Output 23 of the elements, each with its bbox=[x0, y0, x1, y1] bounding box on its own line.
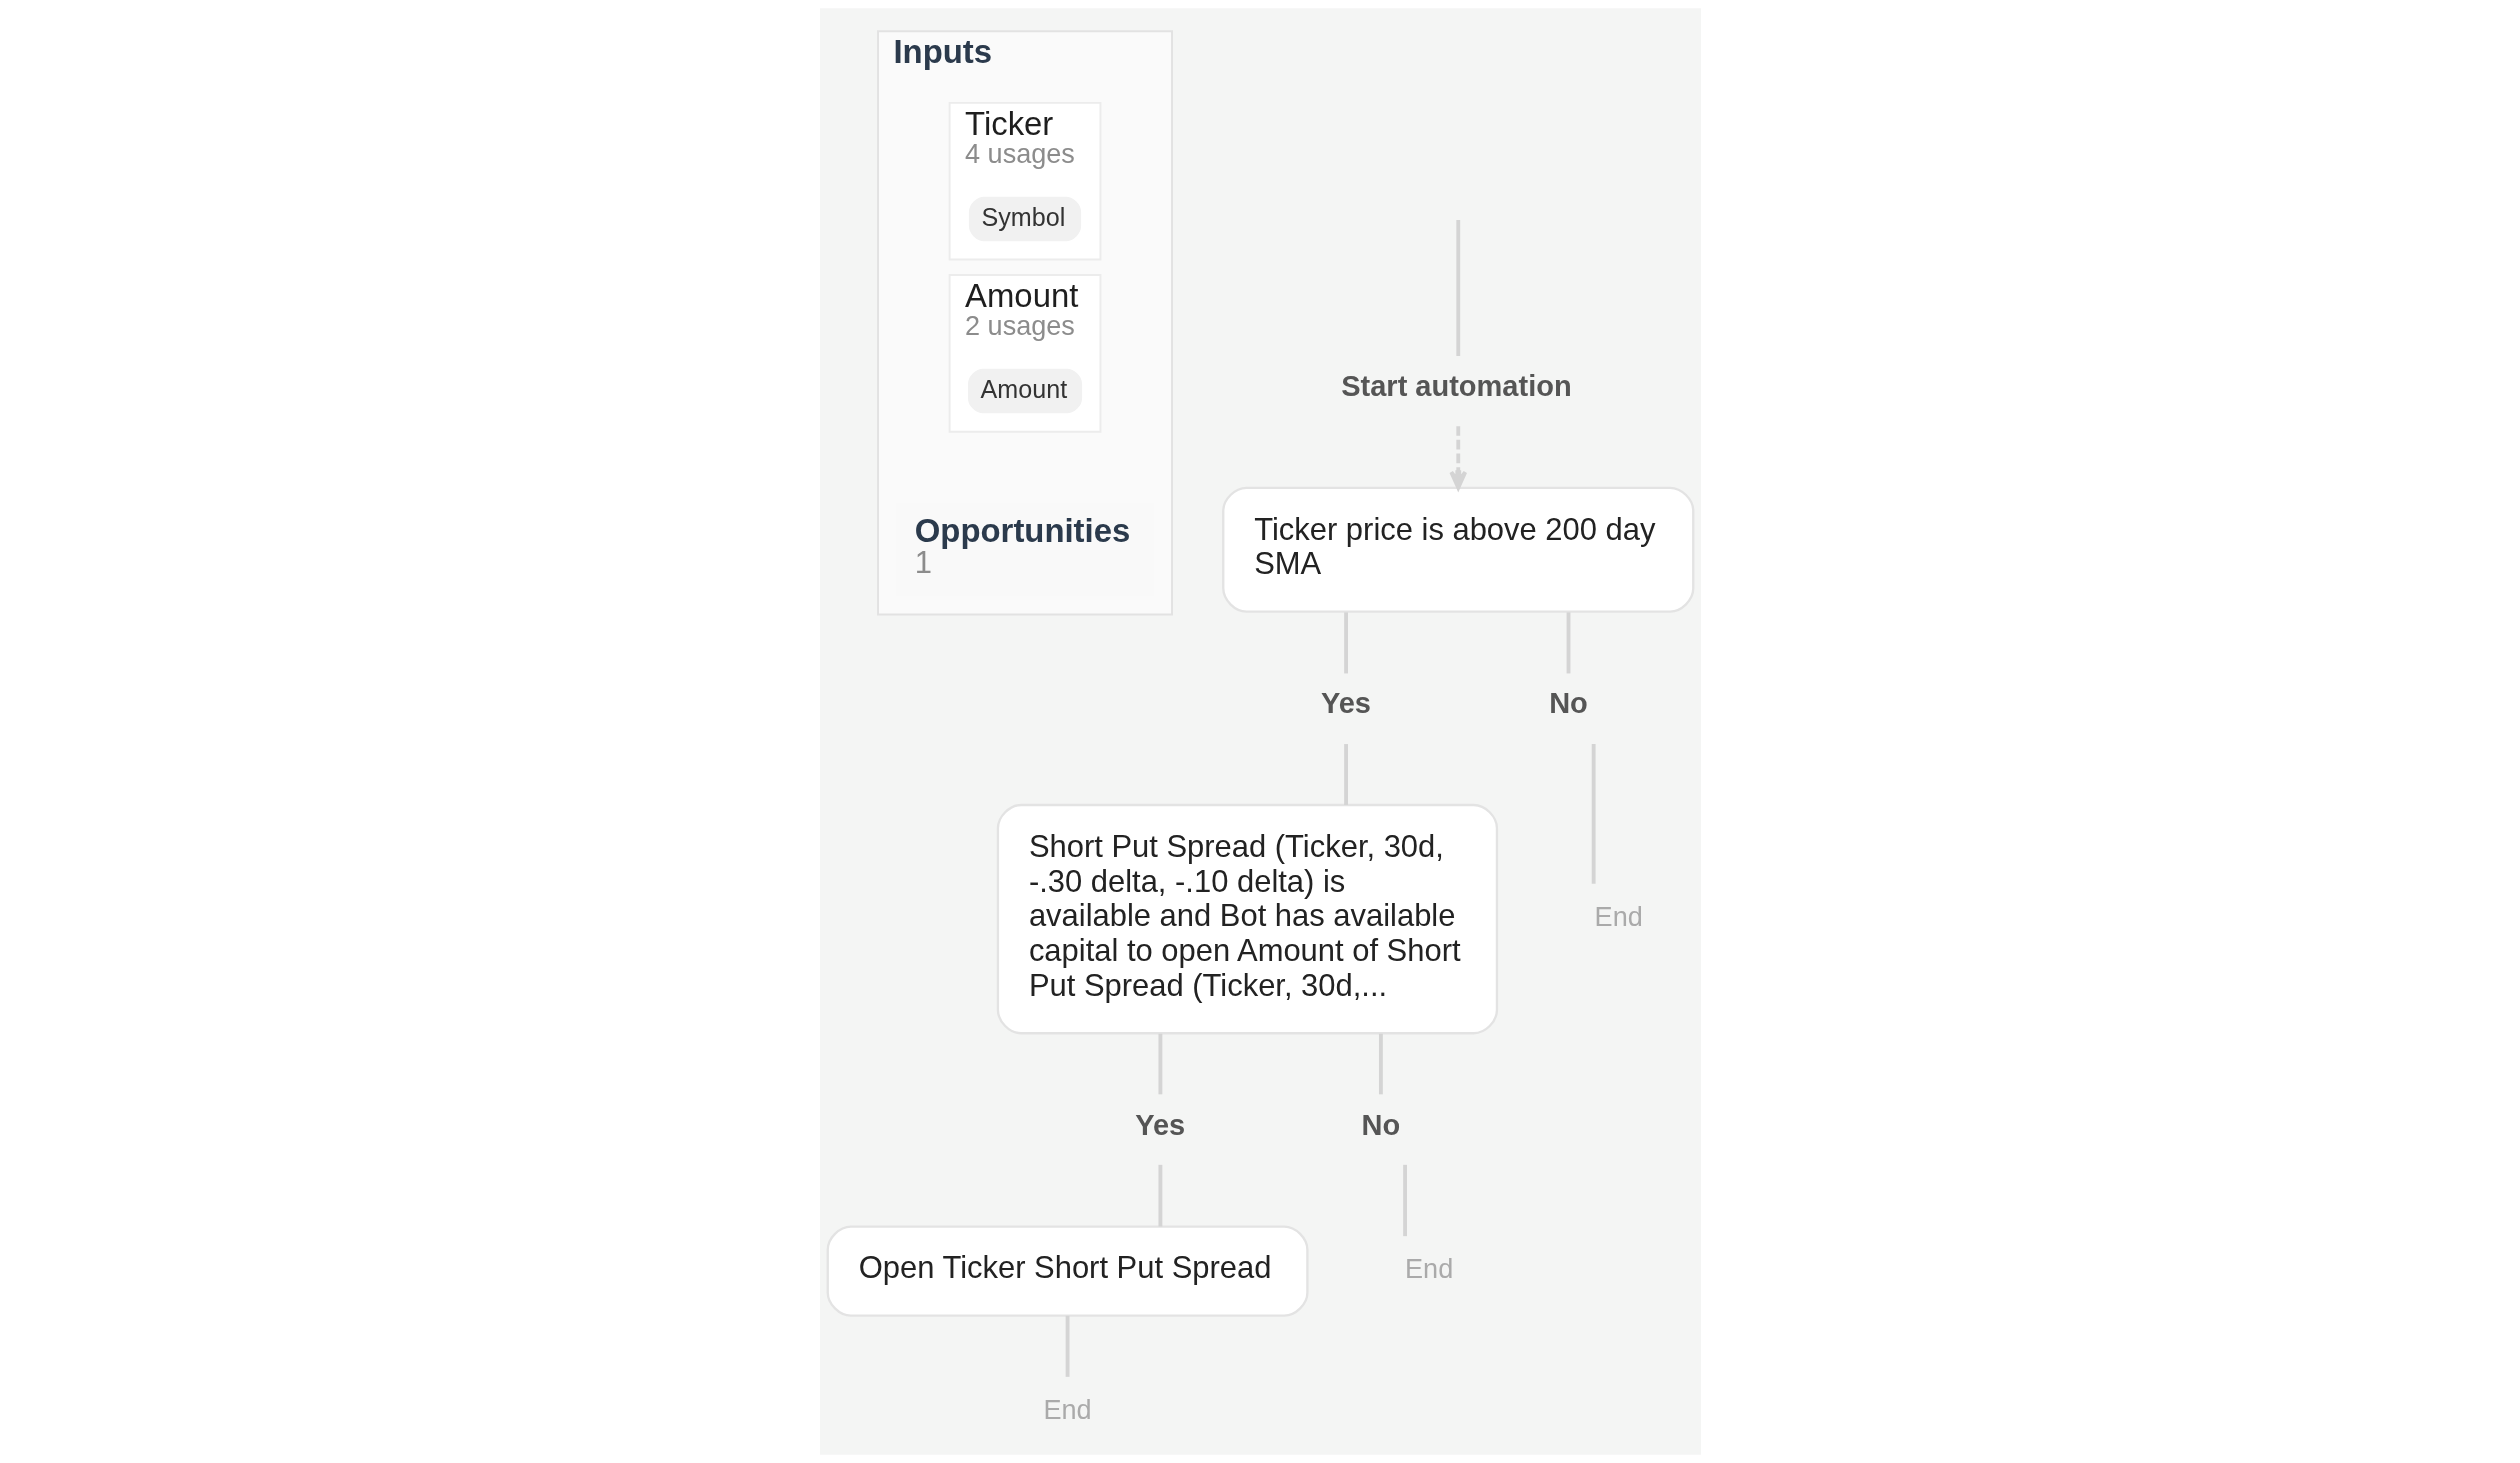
connector bbox=[1065, 1315, 1069, 1377]
node-text: No bbox=[1361, 1108, 1400, 1141]
node-text: Opportunities 1 bbox=[914, 512, 1130, 581]
connector bbox=[1566, 612, 1570, 674]
node-text: Yes bbox=[1320, 687, 1371, 720]
connector bbox=[1157, 1033, 1162, 1095]
node-text: No bbox=[1548, 687, 1588, 720]
connector bbox=[1343, 612, 1348, 674]
node-box: Open Ticker Short Put Spread bbox=[826, 1225, 1309, 1317]
node-box: Ticker price is above 200 day SMA bbox=[1221, 486, 1694, 613]
node-box: Short Put Spread (Ticker, 30d, -.30 delta, -.10 delta) is available and Bot has available capital to open Amount of Short Put Spread (Ticker, 30d,... bbox=[996, 803, 1498, 1035]
connector bbox=[1591, 744, 1596, 884]
node-text: Start automation bbox=[1340, 369, 1572, 402]
connector bbox=[1157, 1164, 1162, 1227]
connector bbox=[1455, 220, 1460, 356]
arrow bbox=[1448, 426, 1467, 490]
node-text: End bbox=[1042, 1394, 1092, 1426]
connector bbox=[1343, 744, 1348, 805]
connector bbox=[1378, 1033, 1383, 1095]
node-text: End bbox=[1404, 1253, 1453, 1285]
connector bbox=[1402, 1164, 1407, 1237]
node-text: End bbox=[1594, 901, 1643, 933]
node-text: Yes bbox=[1134, 1108, 1185, 1141]
